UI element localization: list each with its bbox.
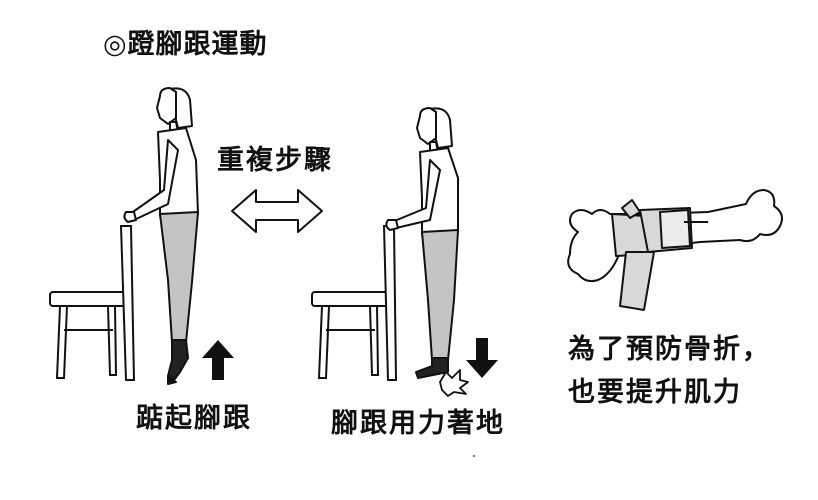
stray-dot xyxy=(473,455,475,457)
message-line-2: 也要提升肌力 xyxy=(568,377,742,408)
message-line-1: 為了預防骨折， xyxy=(568,334,771,365)
page-title: ◎蹬腳跟運動 xyxy=(103,29,268,60)
impact-burst-icon xyxy=(439,369,469,397)
chair-right xyxy=(311,225,398,381)
up-arrow-icon xyxy=(202,340,234,380)
bandaged-bone-icon xyxy=(567,189,783,311)
step1-label: 踮起腳跟 xyxy=(136,403,252,434)
woman-heel-down xyxy=(385,107,459,379)
step2-label: 腳跟用力著地 xyxy=(331,408,505,439)
woman-tiptoe xyxy=(123,87,199,385)
repeat-steps-label: 重複步驟 xyxy=(217,145,333,176)
down-arrow-icon xyxy=(466,338,498,378)
double-arrow-icon xyxy=(231,189,323,233)
chair-left xyxy=(49,225,136,381)
